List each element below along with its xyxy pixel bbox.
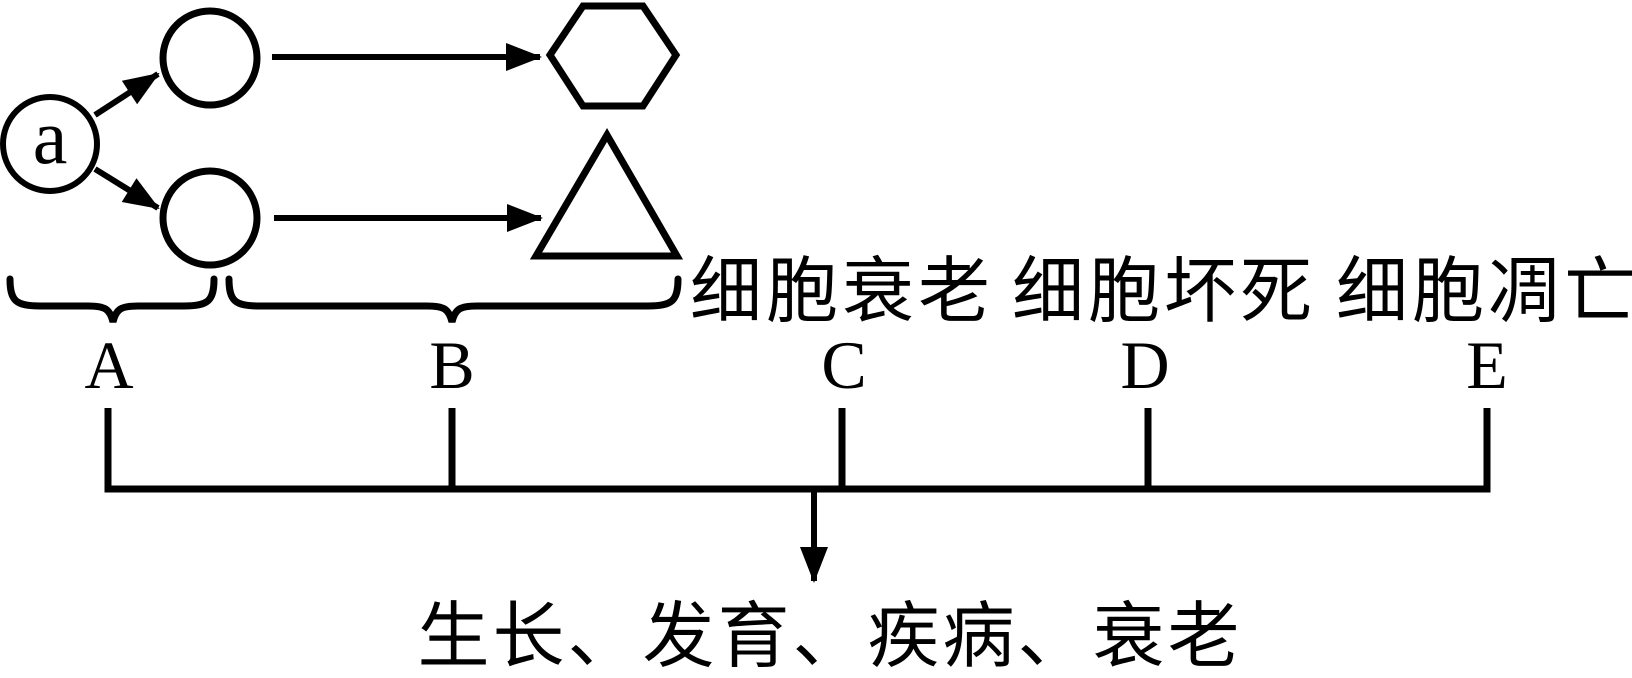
label-stage-E: E	[1466, 327, 1508, 403]
label-stage-B: B	[429, 327, 474, 403]
summary-text: 生长、发育、疾病、衰老	[417, 597, 1242, 677]
daughter-cell-top-shape	[159, 7, 261, 109]
differentiated-cell-triangle	[529, 128, 684, 260]
text-cell-apoptosis: 细胞凋亡	[1336, 252, 1632, 332]
parent-cell-a-shape	[0, 94, 100, 194]
differentiated-cell-hexagon	[545, 2, 681, 110]
daughter-cell-bottom-shape	[159, 167, 261, 269]
collector-bracket	[104, 408, 1491, 493]
label-stage-A: A	[84, 327, 133, 403]
brace-stage-A	[6, 275, 218, 323]
division-arrow-top	[93, 71, 160, 118]
division-arrow-bottom	[93, 166, 160, 211]
label-stage-D: D	[1120, 327, 1169, 403]
parent-cell-a-label: a	[33, 93, 68, 180]
text-cell-senescence: 细胞衰老	[690, 252, 994, 332]
label-stage-C: C	[821, 327, 866, 403]
brace-stage-B	[225, 275, 682, 323]
text-cell-necrosis: 细胞坏死	[1012, 252, 1316, 332]
